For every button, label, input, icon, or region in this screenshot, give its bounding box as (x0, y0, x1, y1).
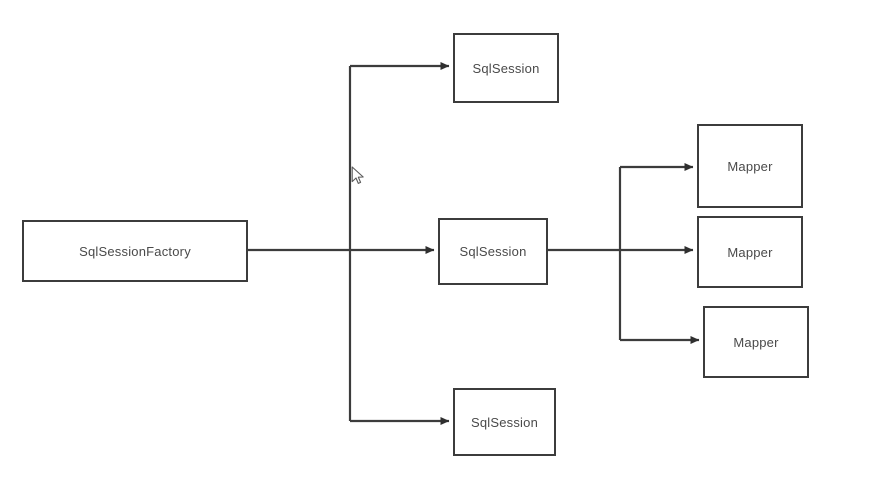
node-label: Mapper (727, 244, 773, 260)
node-mapper-middle[interactable]: Mapper (697, 216, 803, 288)
node-mapper-bottom[interactable]: Mapper (703, 306, 809, 378)
node-label: SqlSession (470, 414, 539, 430)
node-sqlsession-middle[interactable]: SqlSession (438, 218, 548, 285)
node-label: SqlSessionFactory (79, 243, 191, 259)
node-sqlsession-bottom[interactable]: SqlSession (453, 388, 556, 456)
node-label: SqlSession (459, 244, 527, 259)
node-label: Mapper (733, 334, 779, 350)
node-label: SqlSession (472, 60, 540, 76)
node-sqlsession-top[interactable]: SqlSession (453, 33, 559, 103)
node-mapper-top[interactable]: Mapper (697, 124, 803, 208)
node-sqlsessionfactory[interactable]: SqlSessionFactory (22, 220, 248, 282)
node-label: Mapper (727, 158, 773, 174)
